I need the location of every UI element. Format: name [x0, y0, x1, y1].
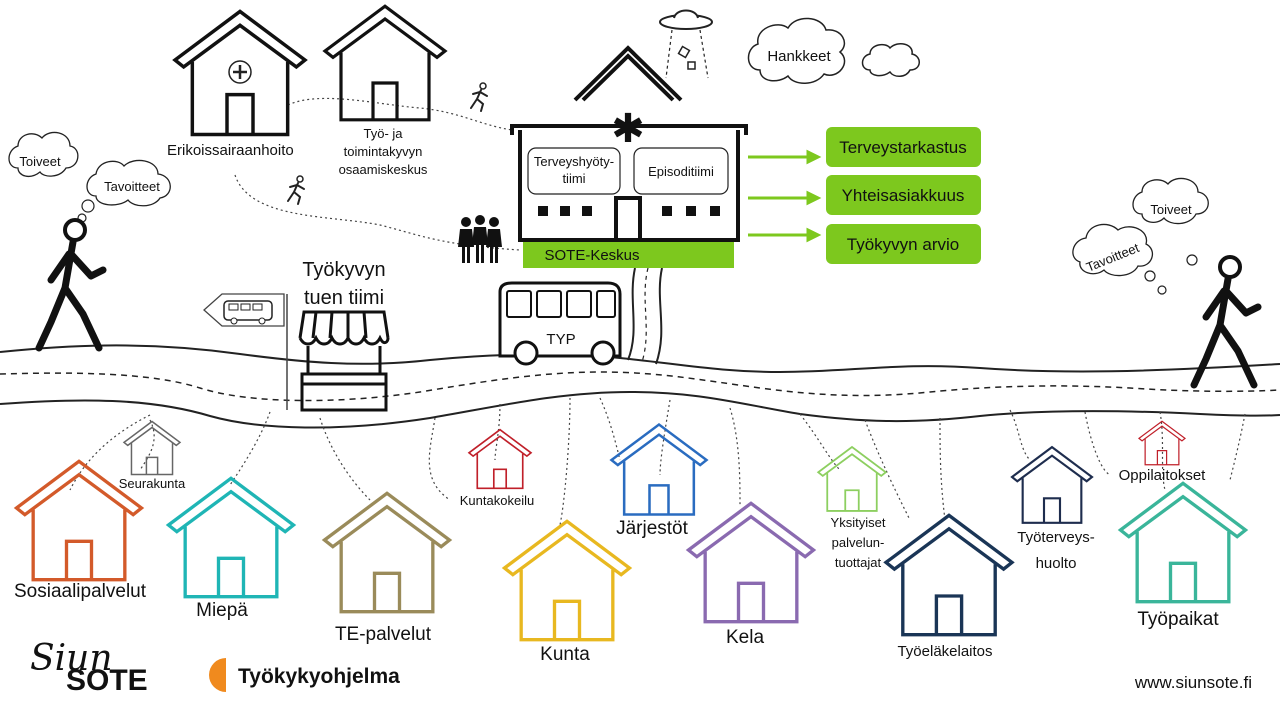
label-typ: TYP [546, 331, 575, 348]
logo-siun: Siun [30, 638, 113, 679]
label-kela: Kela [726, 627, 764, 648]
service-terveystarkastus: Terveystarkastus [826, 127, 981, 167]
label-jarjestot: Järjestöt [616, 518, 689, 539]
logo-tyokykyohjelma: Työkykyohjelma [238, 665, 400, 688]
small-cloud [861, 43, 920, 77]
windows [538, 206, 720, 216]
road [0, 267, 1280, 429]
label-tyoterveys-l1: Työterveys- [1017, 529, 1095, 546]
walking-person-icon [39, 220, 103, 348]
half-circle-icon [209, 658, 226, 692]
house-sosiaalipalvelut: Sosiaalipalvelut [14, 459, 147, 602]
house-miepa: Miepä [166, 476, 296, 621]
label-service: Terveystarkastus [839, 138, 967, 157]
tyo-ja-toimintakyvyn-house: Työ- ja toimintakyvyn osaamiskeskus [323, 4, 447, 177]
label-sote-keskus: SOTE-Keskus [544, 247, 639, 264]
label-terveyshyoty-l1: Terveyshyöty- [534, 154, 614, 169]
house-te-palvelut: TE-palvelut [322, 491, 452, 645]
label-service: Yhteisasiakkuus [842, 186, 965, 205]
label-tyoterveys-l2: huolto [1036, 555, 1077, 572]
hankkeet-cloud: Hankkeet [747, 17, 920, 84]
running-person-icon [286, 174, 306, 206]
siunsote-logo: Siun SOTE [30, 638, 148, 697]
house-tyoelakelaitos: Työeläkelaitos [884, 513, 1014, 660]
running-person-icon [470, 82, 488, 112]
house-yksityiset: Yksityiset palvelun- tuottajat [817, 446, 887, 570]
house-tyopaikat: Työpaikat [1118, 481, 1248, 630]
label-seurakunta: Seurakunta [119, 476, 186, 491]
label-oppilaitokset: Oppilaitokset [1119, 467, 1207, 484]
market-stall-icon [298, 310, 390, 412]
ufo-icon [659, 9, 713, 79]
right-thought-clouds: Toiveet Tavoitteet [1072, 177, 1209, 295]
logo-sote: SOTE [66, 664, 148, 697]
label-episoditiimi: Episoditiimi [648, 164, 714, 179]
label-tyoelakelaitos: Työeläkelaitos [897, 643, 992, 660]
house-seurakunta: Seurakunta [119, 420, 186, 491]
service-yhteisasiakkuus: Yhteisasiakkuus [826, 175, 981, 215]
house-kela: Kela [686, 501, 816, 648]
label-tyopaikat: Työpaikat [1137, 609, 1219, 630]
asterisk-icon: ✱ [611, 107, 645, 151]
website-link[interactable]: www.siunsote.fi [1134, 673, 1252, 692]
paths [69, 97, 1246, 526]
label-osaamiskeskus: osaamiskeskus [339, 162, 428, 177]
service-tyokyvyn-arvio: Työkyvyn arvio [826, 224, 981, 264]
episoditiimi-box [633, 147, 729, 195]
house-kuntakokeilu: Kuntakokeilu [460, 428, 534, 508]
people-group-icon [458, 215, 502, 263]
title-line2: tuen tiimi [304, 287, 384, 309]
sote-keskus-bar [523, 242, 734, 268]
label-sosiaalipalvelut: Sosiaalipalvelut [14, 581, 147, 602]
bus-icon: TYP [498, 281, 622, 366]
house-oppilaitokset: Oppilaitokset [1119, 420, 1207, 484]
bus-sign-icon [203, 293, 288, 410]
label-left-toiveet: Toiveet [19, 154, 61, 169]
label-tyo-ja: Työ- ja [363, 126, 403, 141]
erikoissairaanhoito-house: Erikoissairaanhoito [167, 9, 307, 159]
service-arrows [748, 149, 822, 243]
label-kunta: Kunta [540, 644, 590, 665]
label-kuntakokeilu: Kuntakokeilu [460, 493, 534, 508]
label-yksityiset-l3: tuottajat [835, 555, 882, 570]
left-thought-clouds: Toiveet Tavoitteet [8, 131, 171, 223]
label-terveyshyoty-l2: tiimi [562, 171, 585, 186]
terveyshyoty-tiimi-box [527, 147, 621, 195]
label-yksityiset-l1: Yksityiset [831, 515, 886, 530]
title-line1: Työkyvyn [302, 259, 385, 281]
walking-person-icon [1194, 257, 1258, 385]
label-toimintakyvyn: toimintakyvyn [344, 144, 423, 159]
label-miepa: Miepä [196, 600, 248, 621]
label-right-toiveet: Toiveet [1150, 202, 1192, 217]
label-te-palvelut: TE-palvelut [335, 624, 432, 645]
label-yksityiset-l2: palvelun- [832, 535, 885, 550]
house-tyoterveyshuolto: Työterveys- huolto [1010, 445, 1095, 572]
label-hankkeet: Hankkeet [767, 48, 831, 65]
house-kunta: Kunta [502, 519, 632, 665]
sote-keskus-building: ✱ Terveyshyöty- tiimi Episoditiimi SOTE-… [510, 45, 748, 268]
label-left-tavoitteet: Tavoitteet [104, 179, 160, 194]
house-jarjestot: Järjestöt [610, 423, 708, 539]
label-service: Työkyvyn arvio [847, 235, 959, 254]
label-erikoissairaanhoito: Erikoissairaanhoito [167, 142, 294, 159]
tyokykyohjelma-logo: Työkykyohjelma [209, 658, 400, 692]
hospital-cross-icon [228, 60, 252, 84]
